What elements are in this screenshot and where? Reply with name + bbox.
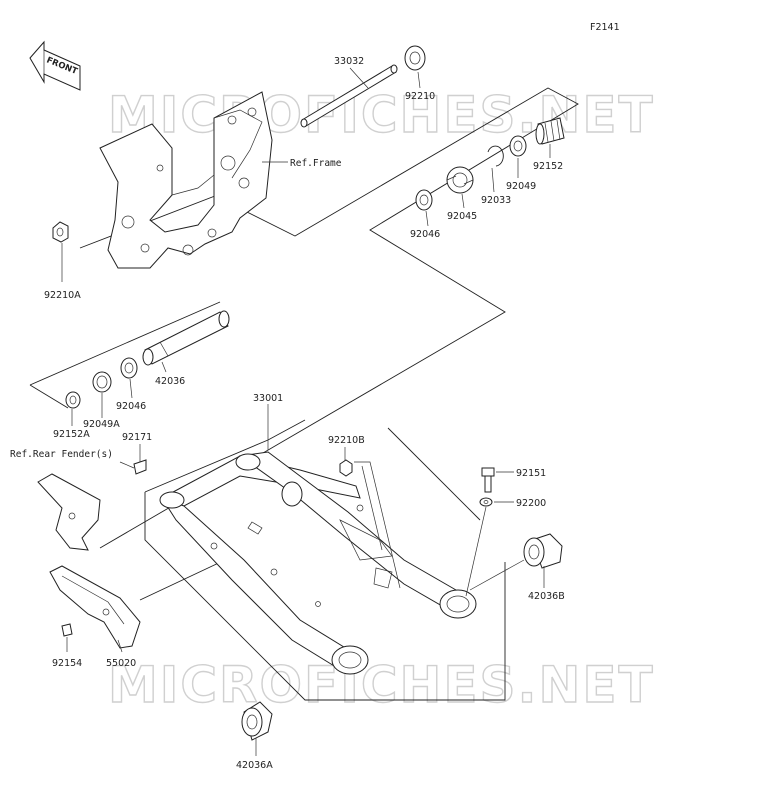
washer-92200	[479, 497, 493, 507]
label-92049: 92049	[506, 181, 536, 192]
axle-33032	[300, 64, 398, 128]
label-92210B: 92210B	[328, 435, 365, 446]
bearing-92045	[446, 166, 474, 194]
seal-92049	[509, 135, 527, 157]
frame-part	[99, 91, 273, 269]
label-92210A: 92210A	[44, 290, 81, 301]
seal-92049A	[92, 371, 112, 393]
sleeve-42036B	[523, 533, 563, 569]
bolt-92151	[481, 467, 495, 493]
diagram-code: F2141	[590, 22, 620, 33]
label-33032: 33032	[334, 56, 364, 67]
leader-left-short	[29, 384, 69, 409]
watermark-top: MICROFICHES.NET	[108, 86, 655, 144]
swingarm-33001	[159, 451, 477, 675]
leader-upper-left	[29, 301, 221, 386]
label-92033: 92033	[481, 195, 511, 206]
bolt-92154	[61, 623, 73, 637]
label-92046: 92046	[410, 229, 440, 240]
label-92210: 92210	[405, 91, 435, 102]
leader-chain	[139, 559, 226, 601]
leader-lower	[144, 492, 506, 701]
sleeve-42036	[142, 310, 230, 366]
sleeve-42036A	[241, 701, 273, 741]
label-92200: 92200	[516, 498, 546, 509]
label-55020: 55020	[106, 658, 136, 669]
label-92045: 92045	[447, 211, 477, 222]
ref-rear-fender-label: Ref.Rear Fender(s)	[10, 449, 113, 460]
label-92152: 92152	[533, 161, 563, 172]
label-92154: 92154	[52, 658, 82, 669]
nut-92210	[404, 45, 426, 71]
rear-fender-part	[37, 473, 101, 551]
label-92049A: 92049A	[83, 419, 120, 430]
label-92151: 92151	[516, 468, 546, 479]
ref-frame-label: Ref.Frame	[290, 158, 342, 169]
leader-right	[387, 427, 481, 521]
collar-92152	[535, 117, 565, 145]
nut-92210B	[339, 459, 353, 477]
nut-92210A	[52, 221, 69, 243]
chain-guard-55020	[49, 565, 141, 649]
collar-92152A	[65, 391, 81, 409]
label-92152A: 92152A	[53, 429, 90, 440]
label-92171: 92171	[122, 432, 152, 443]
clip-92171	[133, 459, 147, 475]
label-92046-mid: 92046	[116, 401, 146, 412]
bearing-92046-mid	[120, 357, 138, 379]
label-33001: 33001	[253, 393, 283, 404]
bearing-92046	[415, 189, 433, 211]
circlip-92033	[487, 145, 504, 167]
label-42036B: 42036B	[528, 591, 565, 602]
label-42036A: 42036A	[236, 760, 273, 771]
watermark-bottom: MICROFICHES.NET	[108, 656, 655, 714]
label-42036: 42036	[155, 376, 185, 387]
front-arrow-icon: FRONT	[29, 40, 81, 91]
